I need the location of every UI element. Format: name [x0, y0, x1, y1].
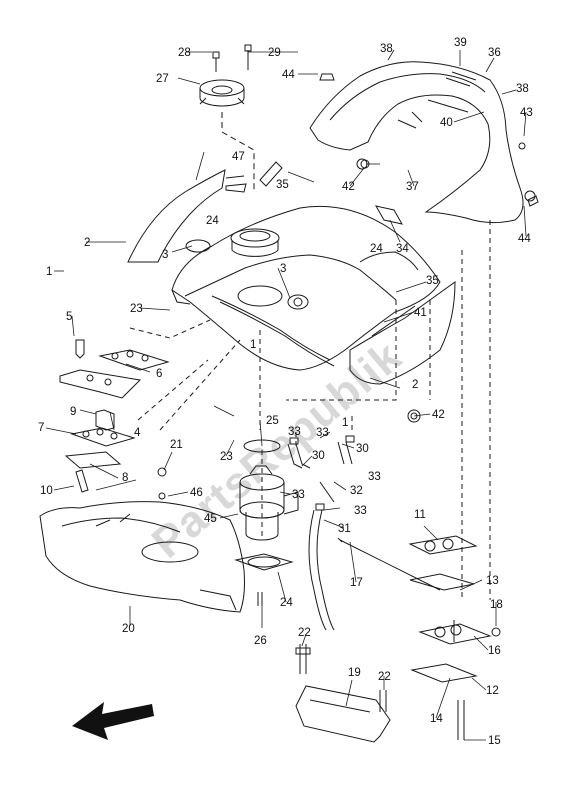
- callout-label: 5: [66, 311, 72, 323]
- callout-label: 8: [122, 472, 128, 484]
- callout-label: 35: [426, 275, 439, 287]
- rear-cover: [309, 61, 536, 224]
- callout-label: 39: [454, 37, 467, 49]
- callout-label: 25: [266, 415, 279, 427]
- callout-label: 42: [342, 181, 355, 193]
- callout-label: 4: [134, 427, 141, 439]
- callout-label: 1: [342, 417, 348, 429]
- callout-label: 15: [488, 735, 501, 747]
- callout-label: 32: [350, 485, 363, 497]
- callout-label: 18: [490, 599, 503, 611]
- tank-side-cover-right: [349, 281, 456, 385]
- callout-label: 23: [220, 451, 233, 463]
- callout-label: 30: [312, 450, 325, 462]
- callout-label: 2: [412, 379, 418, 391]
- callout-label: 30: [356, 443, 369, 455]
- callout-label: 38: [516, 83, 529, 95]
- callout-label: 2: [84, 237, 90, 249]
- callout-label: 16: [488, 645, 501, 657]
- fuel-hoses: [287, 435, 355, 631]
- lower-bracket: [295, 644, 391, 743]
- callout-label: 44: [518, 233, 531, 245]
- callout-label: 41: [414, 307, 427, 319]
- callout-label: 9: [70, 406, 76, 418]
- callout-label: 21: [170, 439, 183, 451]
- callout-label: 23: [130, 303, 143, 315]
- callout-label: 14: [430, 713, 443, 725]
- front-bracket: [59, 339, 170, 493]
- callout-label: 26: [254, 635, 267, 647]
- callout-label: 43: [520, 107, 533, 119]
- callout-label: 24: [206, 215, 219, 227]
- callout-label: 33: [368, 471, 381, 483]
- callout-label: 24: [370, 243, 383, 255]
- callout-label: 24: [280, 597, 293, 609]
- callout-label: 36: [488, 47, 501, 59]
- callout-label: 17: [350, 577, 363, 589]
- callout-label: 46: [190, 487, 203, 499]
- guide-lines: [129, 220, 491, 600]
- callout-label: 37: [406, 181, 419, 193]
- callout-label: 45: [204, 513, 217, 525]
- callout-label: 33: [288, 426, 301, 438]
- rear-dampers: [337, 535, 501, 740]
- tank-side-cover-left: [127, 169, 226, 263]
- fuel-tank: [171, 205, 441, 371]
- callout-label: 19: [348, 667, 361, 679]
- callout-label: 22: [298, 627, 311, 639]
- callout-label: 3: [162, 249, 168, 261]
- callout-label: 34: [396, 243, 409, 255]
- callout-label: 13: [486, 575, 499, 587]
- callout-label: 22: [378, 671, 391, 683]
- front-arrow-icon: [72, 702, 154, 740]
- callout-label: 47: [232, 151, 245, 163]
- callout-label: 40: [440, 117, 453, 129]
- callout-label: 7: [38, 422, 44, 434]
- callout-label: 44: [282, 69, 295, 81]
- callout-label: 1: [250, 339, 256, 351]
- callout-label: 3: [280, 263, 286, 275]
- fuel-pump: [157, 439, 299, 606]
- callout-labels: 1 1 1 2 2 3 3 4 5 6 7 8 9 10 11 12 13 14…: [38, 37, 533, 747]
- callout-label: 11: [414, 509, 426, 521]
- callout-label: 38: [380, 43, 393, 55]
- callout-label: 1: [46, 266, 52, 278]
- bottom-tray: [39, 501, 245, 613]
- callout-label: 33: [316, 427, 329, 439]
- callout-label: 35: [276, 179, 289, 191]
- callout-label: 20: [122, 623, 135, 635]
- callout-label: 27: [156, 73, 169, 85]
- callout-label: 31: [338, 523, 351, 535]
- callout-label: 42: [432, 409, 445, 421]
- callout-label: 33: [292, 489, 305, 501]
- callout-label: 28: [178, 47, 191, 59]
- callout-label: 29: [268, 47, 281, 59]
- callout-label: 6: [156, 368, 162, 380]
- leader-lines: [45, 49, 527, 741]
- callout-label: 10: [40, 485, 53, 497]
- callout-label: 33: [354, 505, 367, 517]
- fuel-cap: [199, 44, 255, 190]
- callout-label: 12: [486, 685, 499, 697]
